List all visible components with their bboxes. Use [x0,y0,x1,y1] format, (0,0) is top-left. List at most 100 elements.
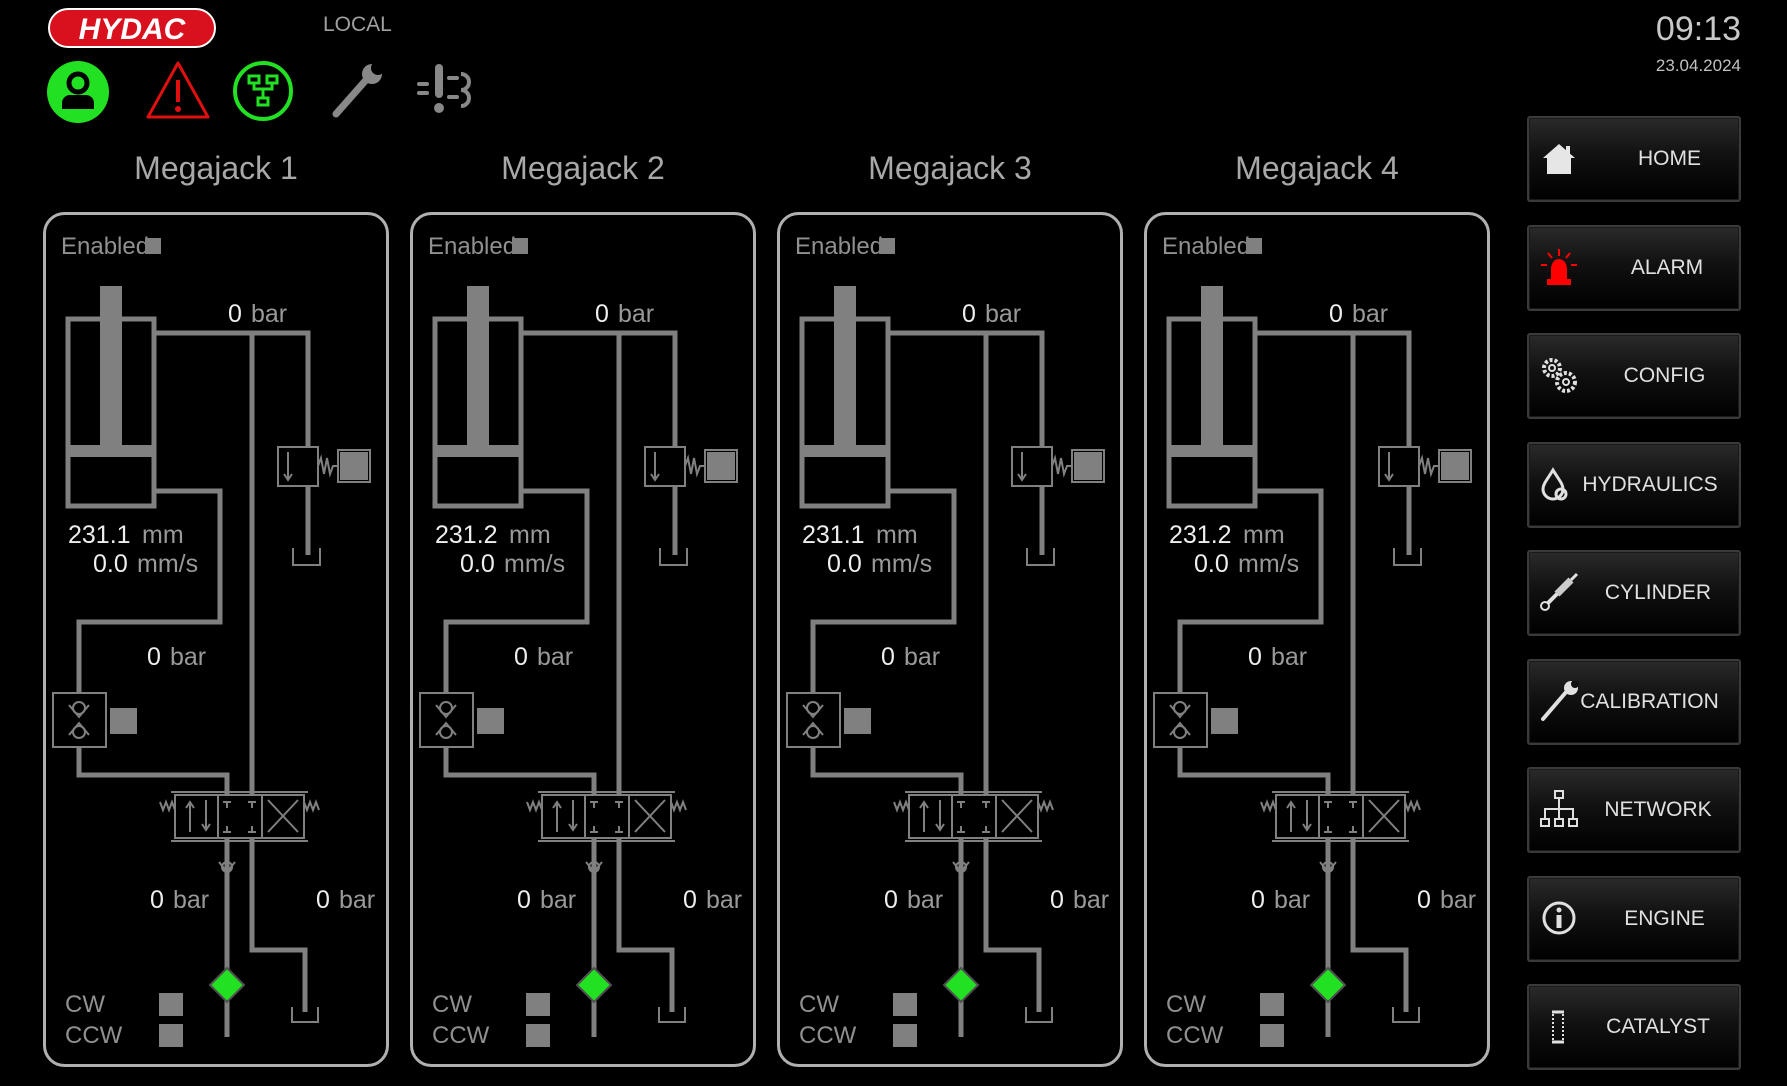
ccw-indicator[interactable] [159,1024,183,1047]
check-valve-bottom [952,861,970,874]
cw-indicator[interactable] [893,993,917,1016]
check-valve-top [644,446,705,487]
position-value: 231.1 [68,521,131,549]
shuttle-valve-indicator[interactable] [1211,708,1238,734]
nav-button-label: CYLINDER [1604,581,1712,604]
droplets-icon [1541,466,1568,500]
bottom-right-pressure-unit: bar [706,886,742,914]
network-icon [1540,790,1578,827]
top-pressure-unit: bar [985,300,1021,328]
cw-label: CW [799,991,839,1018]
top-pressure-value: 0 [962,300,976,328]
warning-icon[interactable] [145,60,211,120]
bottom-left-pressure-value: 0 [517,886,531,914]
speed-unit: mm/s [137,550,198,578]
hydraulic-schematic: Enabled [43,212,389,1067]
wrench-icon[interactable] [330,62,386,120]
nav-button-hydraulics[interactable]: HYDRAULICS [1527,441,1741,528]
bottom-left-pressure-value: 0 [1251,886,1265,914]
check-valve-top [277,446,338,487]
hydac-logo: HYDAC [48,8,216,48]
service-alert-icon[interactable] [415,62,487,120]
shuttle-valve-indicator[interactable] [110,708,137,734]
ccw-label: CCW [799,1022,857,1049]
ccw-label: CCW [65,1022,123,1049]
top-pressure-value: 0 [595,300,609,328]
enabled-indicator[interactable] [879,238,895,254]
bottom-right-pressure-unit: bar [1073,886,1109,914]
shuttle-valve [419,692,474,748]
bottom-right-pressure-value: 0 [1417,886,1431,914]
valve-solenoid-indicator[interactable] [1071,449,1105,483]
tank-symbol [1026,548,1055,566]
bottom-left-pressure-unit: bar [1274,886,1310,914]
bottom-left-pressure-value: 0 [150,886,164,914]
directional-valve [159,791,320,842]
nav-button-engine[interactable]: ENGINE [1527,875,1741,962]
nav-button-calibration[interactable]: CALIBRATION [1527,658,1741,745]
shuttle-valve [52,692,107,748]
nav-button-cylinder[interactable]: CYLINDER [1527,550,1741,636]
speed-unit: mm/s [871,550,932,578]
position-value: 231.1 [802,521,865,549]
nav-button-catalyst[interactable]: CATALYST [1527,984,1741,1070]
user-icon[interactable] [46,60,110,124]
cylinder-symbol [1166,286,1258,509]
nav-button-home[interactable]: HOME [1527,116,1741,202]
nav-button-alarm[interactable]: ALARM [1527,224,1741,311]
bottom-right-pressure-value: 0 [1050,886,1064,914]
speed-value: 0.0 [460,550,495,578]
shuttle-valve-indicator[interactable] [477,708,504,734]
bottom-left-pressure-unit: bar [907,886,943,914]
svg-text:HYDAC: HYDAC [79,13,187,46]
cw-label: CW [65,991,105,1018]
ccw-indicator[interactable] [526,1024,550,1047]
position-unit: mm [509,521,551,549]
panel-border [410,212,756,1067]
cw-label: CW [1166,991,1206,1018]
cw-indicator[interactable] [159,993,183,1016]
nav-button-config[interactable]: CONFIG [1527,333,1741,419]
filter-status-diamond [575,966,613,1004]
check-valve-bottom [585,861,603,874]
cylinder-symbol [65,286,157,509]
position-unit: mm [876,521,918,549]
ccw-indicator[interactable] [893,1024,917,1047]
ccw-indicator[interactable] [1260,1024,1284,1047]
megajack-title: Megajack 2 [501,150,665,186]
megajack-title: Megajack 1 [134,150,298,186]
enabled-indicator[interactable] [1246,238,1262,254]
megajack-panel: Enabled [1144,212,1490,1068]
mid-pressure-value: 0 [1248,643,1262,671]
bottom-right-pressure-value: 0 [683,886,697,914]
enabled-label: Enabled [61,233,149,260]
valve-solenoid-indicator[interactable] [1438,449,1472,483]
panel-border [1144,212,1490,1067]
nav-button-network[interactable]: NETWORK [1527,767,1741,853]
hydraulic-schematic: Enabled [410,212,756,1067]
clock-time: 09:13 [1655,10,1741,48]
top-pressure-unit: bar [618,300,654,328]
enabled-indicator[interactable] [145,238,161,254]
cylinder-symbol [432,286,524,509]
alarm-beacon-icon [1541,248,1577,285]
directional-valve [1260,791,1421,842]
shuttle-valve-indicator[interactable] [844,708,871,734]
speed-value: 0.0 [1194,550,1229,578]
nav-button-label: HOME [1638,147,1701,170]
ccw-label: CCW [432,1022,490,1049]
info-icon [1542,901,1576,934]
directional-valve [526,791,687,842]
valve-solenoid-indicator[interactable] [337,449,371,483]
cw-indicator[interactable] [526,993,550,1016]
check-valve-top [1011,446,1072,487]
enabled-indicator[interactable] [512,238,528,254]
tank-symbol [658,1007,686,1023]
valve-solenoid-indicator-fill [1441,452,1469,480]
megajack-panel: Enabled [777,212,1123,1068]
cw-indicator[interactable] [1260,993,1284,1016]
ccw-label: CCW [1166,1022,1224,1049]
network-status-icon[interactable] [232,60,294,122]
enabled-label: Enabled [428,233,516,260]
valve-solenoid-indicator[interactable] [704,449,738,483]
